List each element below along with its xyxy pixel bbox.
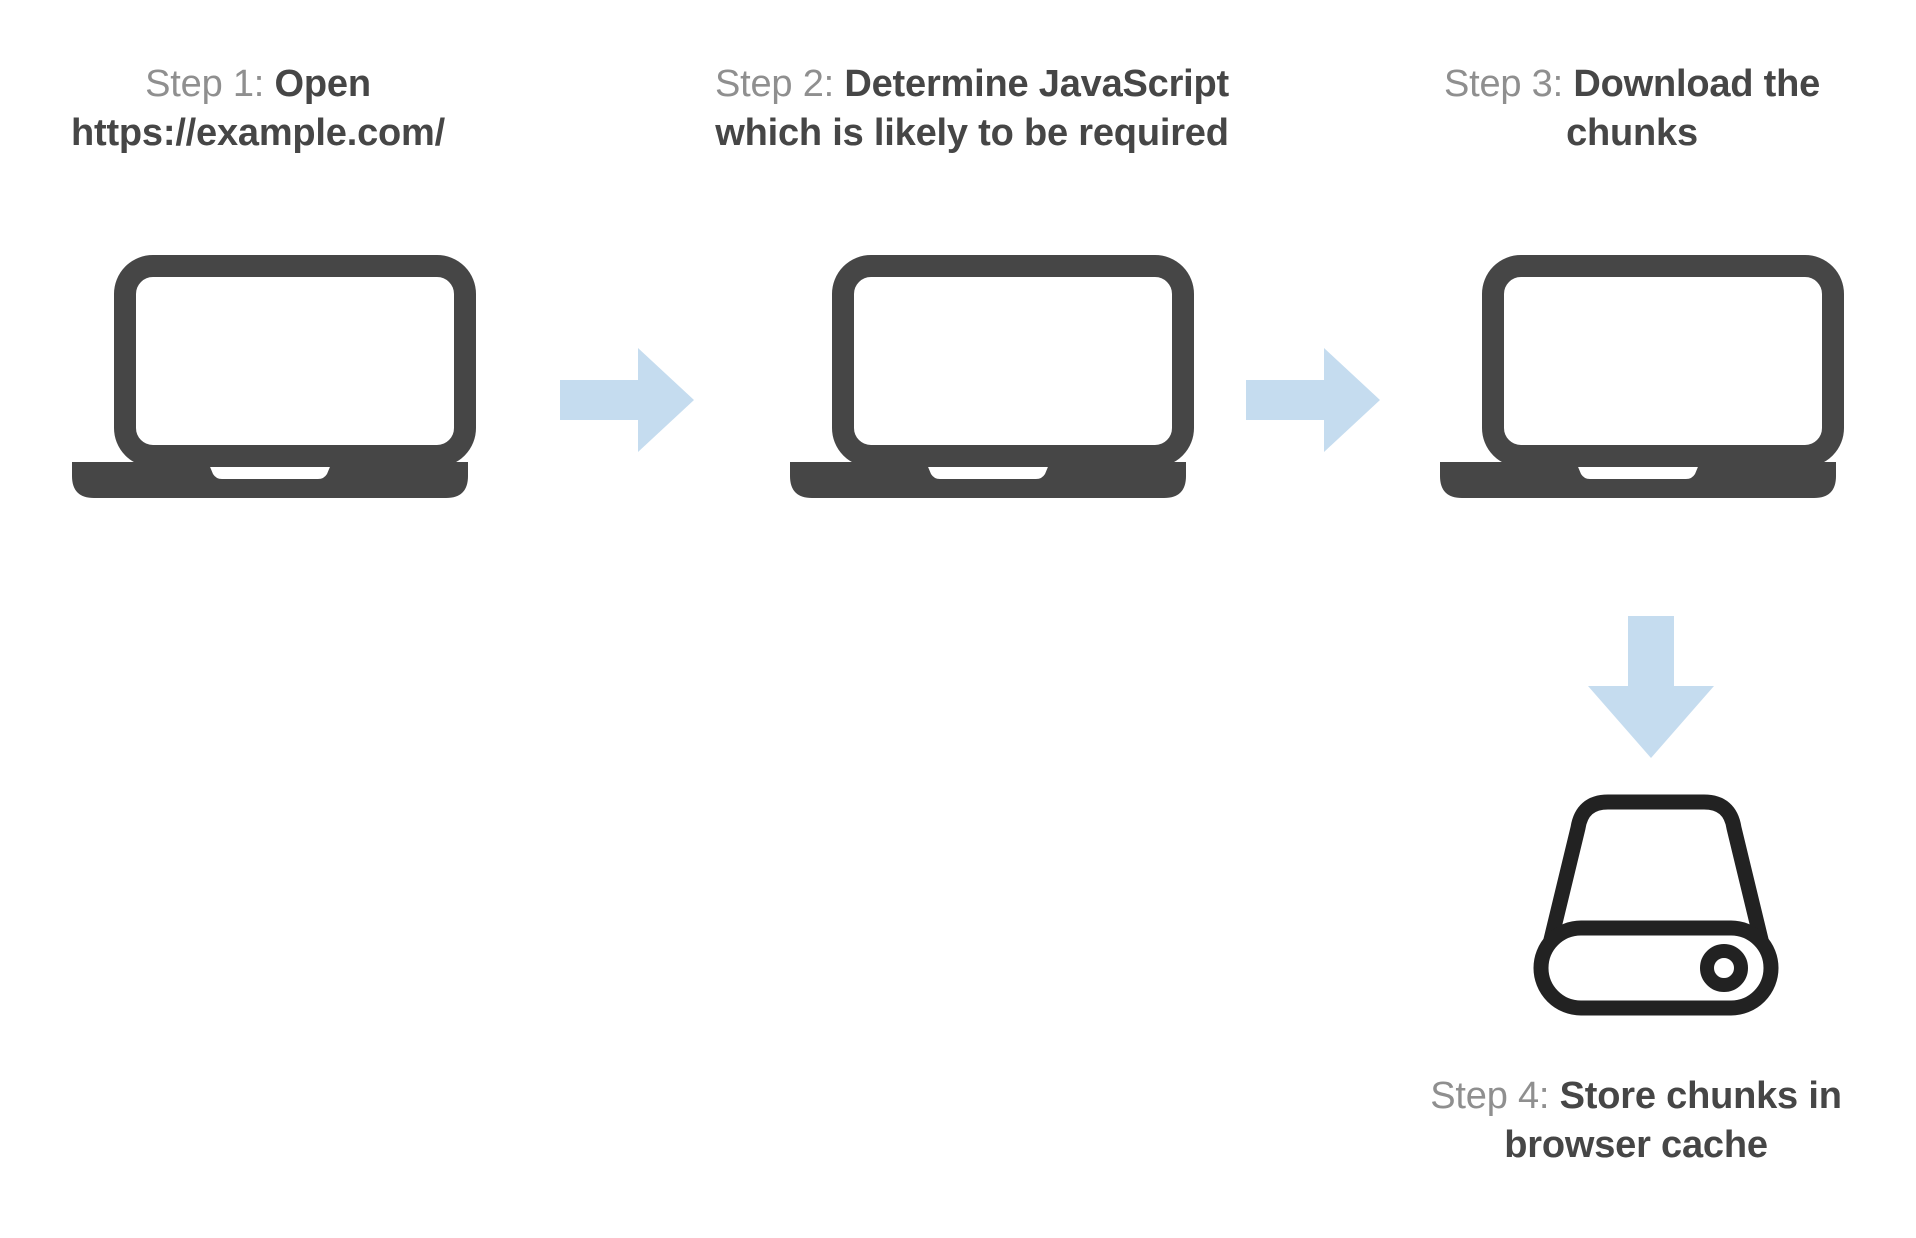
- hard-drive-icon: [1533, 794, 1779, 1016]
- laptop-screen-bezel: [832, 255, 1194, 467]
- arrow-down-icon: [1588, 616, 1714, 758]
- step-3-label: Step 3:: [1443, 63, 1574, 105]
- step-3-caption: Step 3: Download the chunks: [1408, 60, 1856, 159]
- step-4-hard-drive: [1516, 780, 1796, 1020]
- step-4-caption: Step 4: Store chunks in browser cache: [1412, 1072, 1860, 1171]
- step-3-laptop: [1428, 250, 1848, 498]
- laptop-screen-bezel: [114, 255, 476, 467]
- step-1-laptop: [60, 250, 480, 498]
- laptop-screen-bezel: [1482, 255, 1844, 467]
- laptop-base: [790, 462, 1186, 498]
- step-3-text: Download the chunks: [1566, 63, 1821, 155]
- arrow-right-shape: [1246, 348, 1380, 452]
- step-1-caption: Step 1: Open https://example.com/: [38, 60, 478, 159]
- laptop-icon: [790, 255, 1194, 498]
- step-2-caption: Step 2: Determine JavaScript which is li…: [672, 60, 1272, 159]
- laptop-icon: [72, 255, 476, 498]
- step-1-label: Step 1:: [145, 63, 275, 105]
- laptop-base: [1440, 462, 1836, 498]
- step-2-label: Step 2:: [714, 63, 845, 105]
- laptop-base: [72, 462, 468, 498]
- step-2-text: Determine JavaScript which is likely to …: [715, 63, 1230, 155]
- step-4-text: Store chunks in browser cache: [1504, 1075, 1842, 1167]
- connector-1-arrow-right: [552, 340, 702, 460]
- arrow-right-icon: [560, 348, 694, 452]
- arrow-down-shape: [1588, 616, 1714, 758]
- step-4-label: Step 4:: [1430, 1075, 1560, 1117]
- arrow-right-shape: [560, 348, 694, 452]
- laptop-icon: [1440, 255, 1844, 498]
- hard-drive-led-icon: [1700, 944, 1748, 992]
- connector-3-arrow-down: [1576, 608, 1726, 768]
- step-1-text: Open https://example.com/: [71, 63, 445, 155]
- arrow-right-icon: [1246, 348, 1380, 452]
- connector-2-arrow-right: [1238, 340, 1388, 460]
- step-2-laptop: [778, 250, 1198, 498]
